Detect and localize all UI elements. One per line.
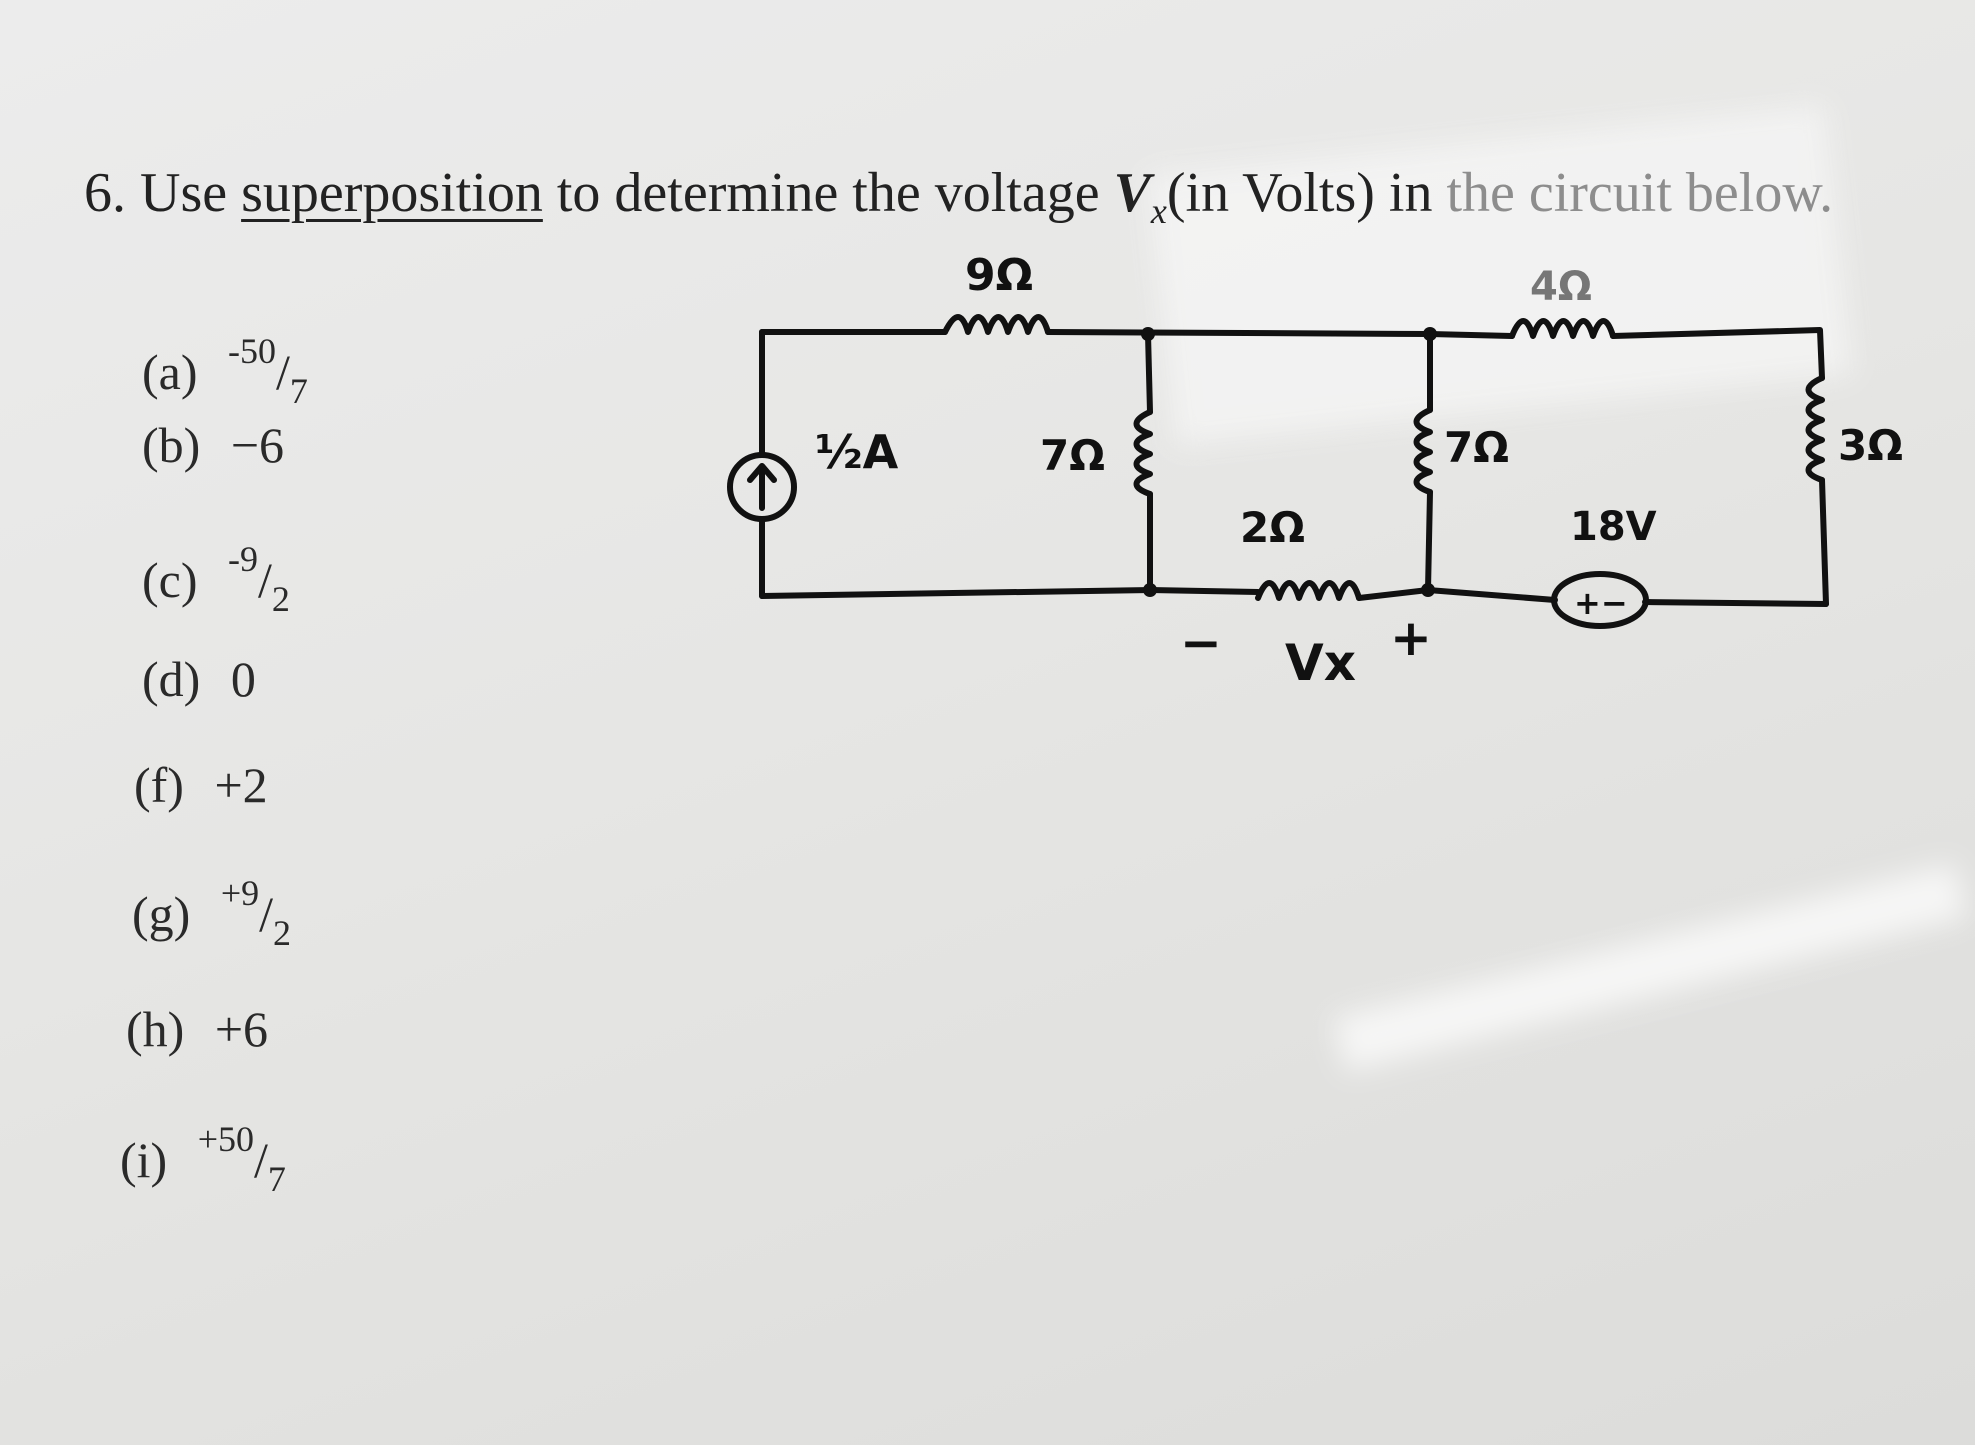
wire-top-far-right [1610, 327, 1825, 381]
resistor-7-ohm-left [1133, 409, 1153, 497]
junction-dot [1421, 583, 1435, 597]
wire-top-right [1427, 331, 1515, 339]
resistor-4-ohm [1509, 318, 1616, 339]
question-unit: (in Volts) [1166, 162, 1375, 224]
choice-fraction: -50/7 [228, 331, 308, 411]
frac-slash: / [258, 552, 272, 608]
label-3-ohm: 3Ω [1838, 421, 1903, 470]
label-vx: Vx [1285, 634, 1356, 692]
choice-b[interactable]: (b) −6 [142, 416, 284, 474]
frac-sign: + [197, 1119, 219, 1159]
question-tail-faded: the circuit below. [1446, 162, 1834, 224]
choice-d[interactable]: (d) 0 [142, 650, 256, 708]
choice-value: +6 [214, 1001, 269, 1057]
question-variable: Vx [1113, 162, 1167, 231]
choice-h[interactable]: (h) +6 [126, 1000, 268, 1058]
wire-7ohm-left-top [1145, 331, 1153, 415]
junction-dot [1143, 583, 1157, 597]
label-7-ohm-right: 7Ω [1444, 423, 1509, 472]
voltage-source [1551, 571, 1649, 629]
junctions [1141, 327, 1437, 597]
frac-sign: - [228, 331, 240, 371]
wire-bottom-right-b [1642, 599, 1829, 607]
choice-label: (c) [142, 552, 198, 608]
frac-num: 50 [240, 331, 276, 371]
frac-slash: / [254, 1132, 268, 1188]
choice-label: (f) [134, 757, 184, 813]
wire-7ohm-right-bottom [1425, 489, 1433, 593]
label-vs-polarity: +− [1574, 584, 1628, 622]
variable-letter: V [1113, 162, 1151, 224]
choice-i[interactable]: (i) +50/7 [120, 1118, 286, 1200]
resistor-3-ohm [1805, 375, 1825, 483]
frac-num: 9 [240, 539, 258, 579]
frac-num: 9 [241, 873, 260, 913]
question-keyword: superposition [241, 162, 543, 224]
choice-label: (i) [120, 1132, 168, 1188]
question-text: 6. Use superposition to determine the vo… [84, 160, 1833, 233]
question-tail: in [1388, 162, 1433, 224]
choice-label: (b) [142, 417, 201, 473]
choice-label: (h) [126, 1001, 185, 1057]
frac-den: 2 [273, 913, 292, 953]
choice-value: −6 [230, 417, 285, 473]
label-voltage-source: 18V [1570, 504, 1657, 550]
label-vx-plus: + [1390, 609, 1432, 667]
choice-c[interactable]: (c) -9/2 [142, 538, 290, 620]
frac-den: 7 [289, 371, 308, 411]
label-9-ohm: 9Ω [965, 250, 1033, 301]
wire-2ohm-right [1356, 587, 1431, 601]
choice-fraction: -9/2 [228, 539, 290, 619]
question-middle: to determine the voltage [556, 162, 1100, 224]
resistor-2-ohm [1255, 580, 1362, 601]
question-number: 6. [84, 162, 126, 224]
choice-fraction: +50/7 [198, 1119, 286, 1199]
choice-value: 0 [230, 651, 256, 707]
wire-top-mid [1045, 329, 1433, 337]
choice-value: +2 [214, 757, 268, 813]
resistor-9-ohm [942, 314, 1051, 335]
resistor-7-ohm-right [1413, 407, 1433, 495]
frac-den: 7 [267, 1159, 286, 1199]
frac-slash: / [276, 344, 290, 400]
label-2-ohm: 2Ω [1240, 503, 1305, 552]
variable-subscript: x [1150, 191, 1167, 232]
choice-g[interactable]: (g) +9/2 [132, 872, 291, 954]
choice-f[interactable]: (f) +2 [134, 756, 268, 814]
label-7-ohm-left: 7Ω [1040, 431, 1105, 480]
current-source [727, 452, 797, 522]
question-lead: Use [140, 162, 228, 224]
junction-dot [1423, 327, 1437, 341]
wire-bottom-right-a [1425, 587, 1558, 603]
label-vx-minus: − [1180, 614, 1222, 672]
choice-label: (a) [142, 344, 198, 400]
frac-slash: / [259, 886, 274, 942]
choice-label: (d) [142, 651, 201, 707]
wire-3ohm-bottom [1819, 477, 1829, 607]
frac-den: 2 [271, 579, 290, 619]
frac-num: 50 [218, 1119, 255, 1159]
choice-a[interactable]: (a) -50/7 [142, 330, 308, 412]
frac-sign: + [220, 873, 242, 913]
wire-2ohm-left [1147, 587, 1261, 595]
wire-bottom-left [759, 587, 1153, 599]
label-current-source: ½A [815, 425, 899, 479]
frac-sign: - [228, 539, 240, 579]
label-4-ohm: 4Ω [1530, 264, 1592, 310]
choice-fraction: +9/2 [221, 873, 291, 953]
choice-label: (g) [132, 886, 191, 942]
junction-dot [1141, 327, 1155, 341]
